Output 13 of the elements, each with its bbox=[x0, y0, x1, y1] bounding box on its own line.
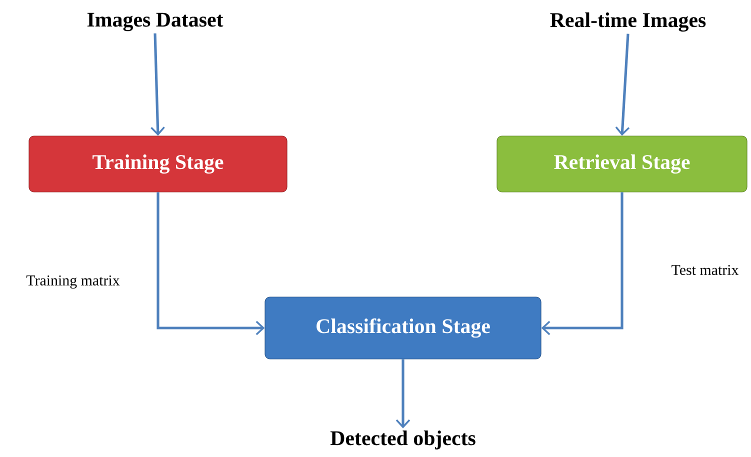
arrow bbox=[156, 192, 265, 336]
arrow bbox=[396, 359, 410, 428]
data-label: Images Dataset bbox=[87, 12, 224, 32]
edge-label: Training matrix bbox=[25, 274, 121, 290]
stage-box: Training Stage bbox=[28, 136, 288, 192]
data-label: Detected objects bbox=[330, 430, 476, 450]
arrow bbox=[541, 192, 624, 336]
stage-box: Retrieval Stage bbox=[496, 136, 748, 192]
arrow bbox=[615, 34, 630, 136]
data-label: Real-time Images bbox=[550, 12, 706, 32]
arrow bbox=[150, 33, 165, 136]
stage-box: Classification Stage bbox=[264, 296, 542, 360]
edge-label: Test matrix bbox=[670, 264, 740, 276]
